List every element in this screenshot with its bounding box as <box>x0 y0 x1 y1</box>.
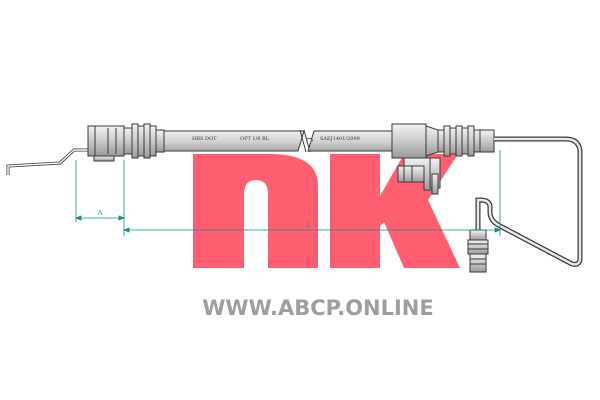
dimension-a-label: A <box>97 210 103 217</box>
hose-segment-left <box>163 129 311 153</box>
right-end-fitting <box>391 123 495 159</box>
brake-pipe <box>475 136 583 267</box>
dimension-lines <box>74 150 502 236</box>
left-bracket-wire <box>6 148 90 175</box>
nk-logo-n <box>193 154 318 268</box>
hose-print-left: HBS DOT <box>192 136 217 142</box>
dimension-l-label: L <box>306 222 310 229</box>
hose-print-mid: OPT 1/8 BL <box>240 136 270 142</box>
watermark-text: WWW.ABCP.ONLINE <box>202 296 433 320</box>
mounting-bracket <box>397 157 441 195</box>
hose-print-right: SAEJ1401/2009 <box>320 136 360 142</box>
left-end-fitting <box>87 123 165 162</box>
pipe-end-nut <box>467 229 489 273</box>
